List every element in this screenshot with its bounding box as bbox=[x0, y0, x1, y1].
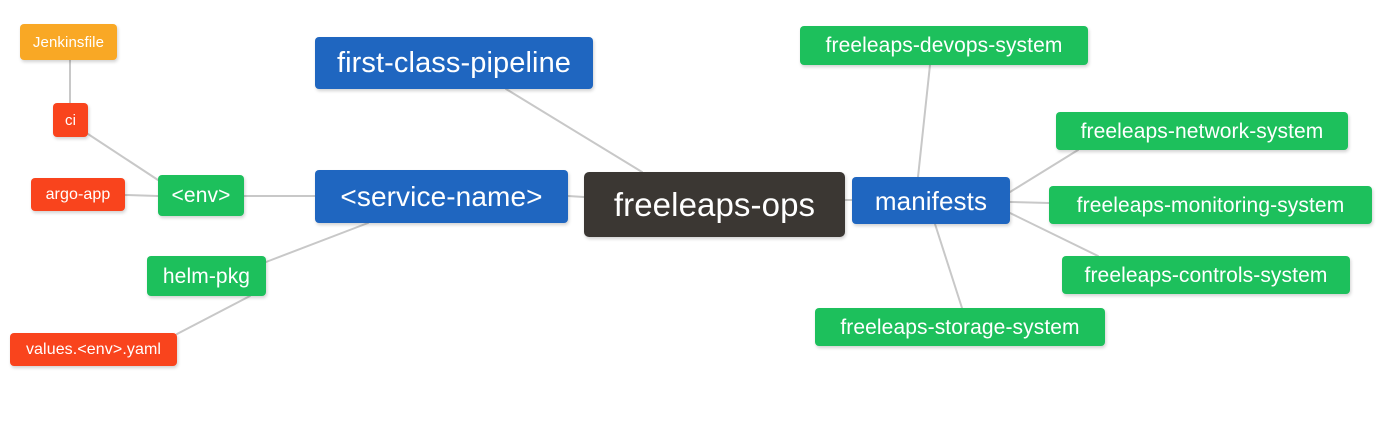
node-freeleaps-storage-system[interactable]: freeleaps-storage-system bbox=[815, 308, 1105, 346]
node-first-class-pipeline[interactable]: first-class-pipeline bbox=[315, 37, 593, 89]
node-freeleaps-network-system[interactable]: freeleaps-network-system bbox=[1056, 112, 1348, 150]
node-jenkinsfile[interactable]: Jenkinsfile bbox=[20, 24, 117, 60]
edge-helmpkg-servicename bbox=[265, 222, 369, 263]
edge-firstclass-ops bbox=[505, 88, 643, 173]
node-ci[interactable]: ci bbox=[53, 103, 88, 137]
node-freeleaps-monitoring-system[interactable]: freeleaps-monitoring-system bbox=[1049, 186, 1372, 224]
node-freeleaps-controls-system[interactable]: freeleaps-controls-system bbox=[1062, 256, 1350, 294]
edge-servicename-ops bbox=[567, 195, 585, 198]
edge-manifests-storage bbox=[934, 223, 963, 309]
node-helm-pkg[interactable]: helm-pkg bbox=[147, 256, 266, 296]
edge-manifests-devops bbox=[917, 64, 931, 178]
edge-argoapp-env bbox=[124, 194, 159, 197]
node-service-name[interactable]: <service-name> bbox=[315, 170, 568, 223]
node-argo-app[interactable]: argo-app bbox=[31, 178, 125, 211]
edge-valuesyaml-helmpkg bbox=[176, 295, 251, 335]
node-freeleaps-devops-system[interactable]: freeleaps-devops-system bbox=[800, 26, 1088, 65]
node-manifests[interactable]: manifests bbox=[852, 177, 1010, 224]
node-values-env-yaml[interactable]: values.<env>.yaml bbox=[10, 333, 177, 366]
node-freeleaps-ops[interactable]: freeleaps-ops bbox=[584, 172, 845, 237]
edge-manifests-monitoring bbox=[1009, 201, 1050, 204]
node-env[interactable]: <env> bbox=[158, 175, 244, 216]
edge-ci-env bbox=[87, 133, 159, 181]
